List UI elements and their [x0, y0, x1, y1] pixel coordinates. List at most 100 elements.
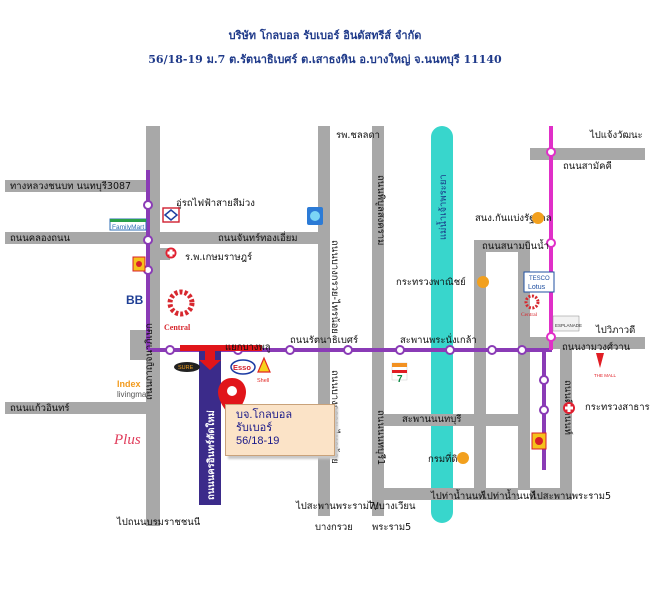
label-hospital-chonlada: รพ.ชลลดา [336, 130, 380, 141]
svg-text:livingmall: livingmall [117, 390, 150, 399]
road-samakkhi [530, 148, 645, 160]
road-bang-kruai [318, 126, 330, 516]
road-tha-nam [384, 488, 518, 500]
label-to-tha-nam-2: ไปท่าน้ำนนท์ [481, 489, 535, 502]
label-kanchana-road: ถนนกาญจนาภิเษก [144, 323, 155, 400]
label-land-dept: กรมที่ดิน [428, 452, 465, 465]
callout-line-3: 56/18-19 [236, 435, 280, 447]
red-marker-bar [180, 345, 262, 351]
label-to-rama7: ไปสะพานพระราม7/ [295, 500, 379, 512]
label-moc: กระทรวงพาณิชย์ [396, 276, 466, 288]
shop-logo-icon [132, 256, 146, 272]
station-6 [285, 345, 295, 355]
label-khlong-thanon-road: ถนนคลองถนน [10, 233, 71, 244]
esso-logo-icon: Esso [230, 359, 256, 375]
station-11 [517, 345, 527, 355]
label-sanambinnam-road: ถนนสนามบินน้ำ [482, 239, 549, 252]
sure-logo-icon: SURE [174, 362, 200, 372]
train-depot-icon [162, 207, 180, 223]
company-location-callout: บจ.โกลบอล รับเบอร์ 56/18-19 [225, 404, 335, 456]
svg-text:TESCO: TESCO [529, 276, 550, 282]
moc-marker-icon [477, 276, 489, 288]
road-pibul [372, 126, 384, 516]
the-mall-icon: THE MALL [594, 353, 617, 378]
company-title: บริษัท โกลบอล รับเบอร์ อินดัสทรีส์ จำกัด [228, 29, 422, 42]
label-wang-road: ถนนพิบูลสงคราม [375, 175, 386, 245]
svg-text:Index: Index [117, 379, 141, 389]
label-nonthaburi-bridge: สะพานนนทบุรี [402, 413, 461, 425]
bb-logo-icon: BB [126, 293, 144, 307]
svg-text:THE MALL: THE MALL [594, 373, 617, 378]
pink-station-2 [546, 238, 556, 248]
land-dept-marker-icon [457, 452, 469, 464]
svg-text:SURE: SURE [178, 365, 194, 371]
svg-text:Shell: Shell [257, 378, 269, 384]
esplanade-logo-icon: ESPLANADE [552, 315, 582, 332]
svg-text:Plus: Plus [113, 432, 141, 448]
central-2-logo-icon: Central [521, 294, 540, 318]
hospital-icon [165, 247, 177, 259]
label-chaophraya-river: แม่น้ำเจ้าพระยา [436, 174, 449, 240]
svg-text:Central: Central [164, 323, 191, 332]
svg-text:BB: BB [126, 293, 144, 307]
callout-line-2: รับเบอร์ [236, 422, 273, 434]
road-ngamwongwan [530, 337, 645, 349]
road-junction [130, 330, 146, 360]
station-13 [539, 405, 549, 415]
label-to-chaeng-watthana: ไปแจ้งวัฒนะ [589, 129, 643, 141]
label-to-pak-kret: ไปบางเวียน [367, 500, 416, 512]
purple-line-stations [143, 200, 549, 415]
pink-station-3 [546, 332, 556, 342]
road-highway-3087 [5, 180, 147, 192]
central-logo-icon: Central [164, 289, 195, 332]
company-site-road-label: ถนนนครอินทร์ตัดใหม่ [205, 410, 217, 500]
red-arrow [199, 351, 221, 370]
company-address: 56/18-19 ม.7 ต.รัตนาธิเบศร์ ต.เสาธงหิน อ… [148, 53, 502, 66]
road-khlong-thanon [5, 232, 320, 244]
label-hospital-kasem: ร.พ.เกษมราษฎร์ [185, 251, 252, 263]
road-sanam-bin-nam-h [474, 240, 530, 252]
road-stub [160, 248, 170, 260]
svg-text:FamilyMart: FamilyMart [112, 224, 144, 231]
road-tiwanon [560, 348, 572, 498]
label-highway-3087: ทางหลวงชนบท นนทบุรี3087 [10, 180, 131, 192]
label-bang-kruai: บางกรวย [315, 522, 353, 533]
familymart-icon: FamilyMart [109, 218, 147, 231]
road-sanam-bin-nam-v [474, 240, 486, 490]
station-10 [487, 345, 497, 355]
svg-text:Esso: Esso [233, 363, 251, 372]
tesco-lotus-icon: TESCO Lotus [523, 271, 555, 293]
label-kaew-in-road: ถนนแก้วอินทร์ [10, 402, 70, 414]
label-moph-1: กระทรวงสาธารณสุข [585, 402, 650, 413]
station-2 [143, 235, 153, 245]
station-7 [343, 345, 353, 355]
seven-eleven-icon: 7 [391, 362, 408, 385]
svg-text:Lotus: Lotus [528, 284, 546, 291]
road-kaew-in [5, 402, 147, 414]
label-tha-it-road: ถนนจันทร์ทองเอี่ยม [218, 231, 298, 244]
moph-hospital-icon [563, 402, 575, 414]
pink-line [546, 126, 556, 350]
svg-text:7: 7 [397, 374, 403, 385]
label-rattanathibet-road: ถนนรัตนาธิเบศร์ [290, 334, 358, 346]
callout-line-1: บจ.โกลบอล [236, 409, 293, 421]
plus-mall-icon: Plus [113, 432, 141, 448]
utility-icon [307, 207, 323, 225]
station-12 [539, 375, 549, 385]
label-khae-rai: แยกบางพลู [225, 342, 271, 353]
company-site-road [199, 350, 221, 505]
fiscal-office-marker-icon [532, 212, 544, 224]
station-9 [445, 345, 455, 355]
label-to-rama5-bridge: ไปสะพานพระราม5 [531, 490, 611, 502]
label-ngamwongwan-road: ถนนงามวงศ์วาน [562, 341, 631, 353]
station-4 [165, 345, 175, 355]
label-ratchaphruek-road: ถนนนนทบุรี1 [375, 410, 387, 465]
label-to-wiwat: ไปวิภาวดี [595, 324, 635, 336]
label-rama5: พระราม5 [372, 522, 411, 533]
label-to-boromarajonani: ไปถนนบรมราชชนนี [116, 516, 201, 528]
label-fiscal-office: สนง.กันแบ่งรัฐบาล [475, 213, 552, 224]
road-rama5 [530, 488, 572, 500]
index-livingmall-icon: Index livingmall [117, 379, 150, 399]
pink-station-1 [546, 147, 556, 157]
